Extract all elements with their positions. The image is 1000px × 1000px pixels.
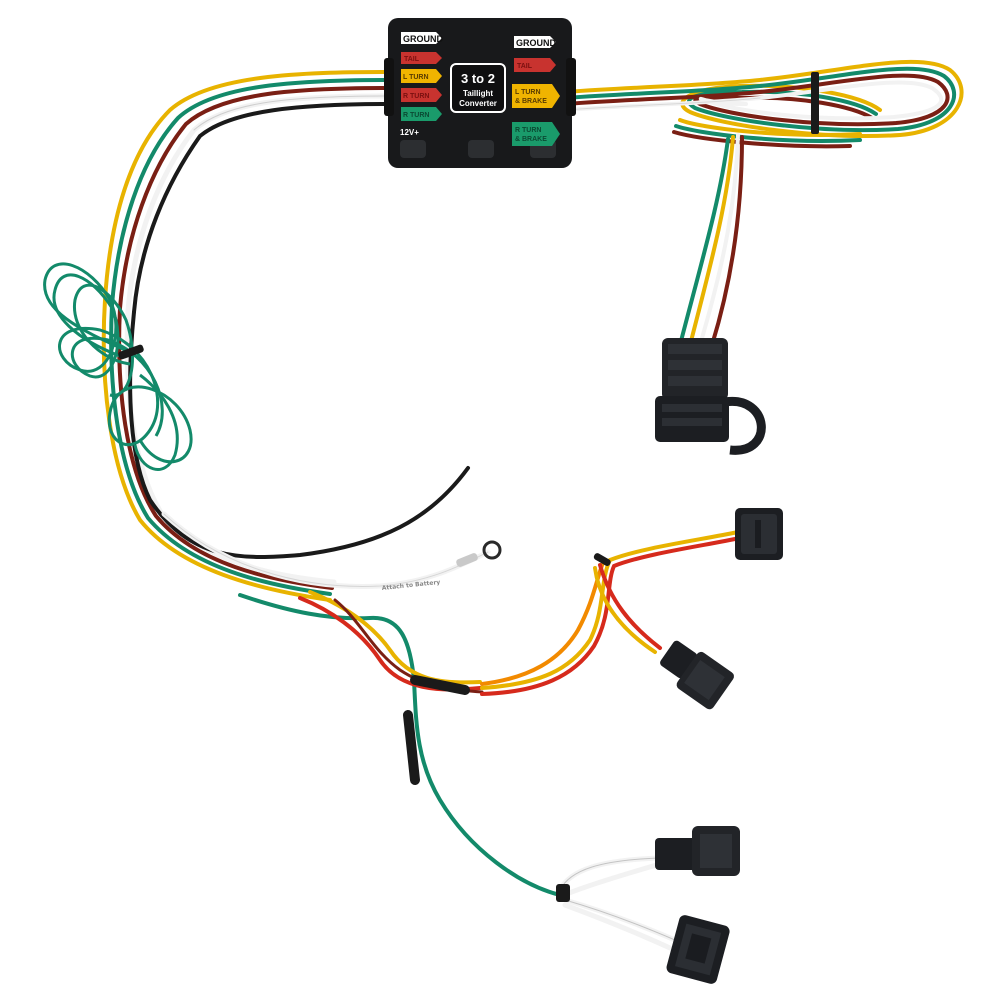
svg-text:R TURN: R TURN [515, 127, 541, 134]
svg-text:& BRAKE: & BRAKE [515, 136, 547, 143]
left-rturn-label: R TURN [401, 88, 442, 102]
left-tail-label: TAIL [401, 52, 442, 64]
right-coiled-wire-bundle [563, 59, 964, 149]
svg-text:TAIL: TAIL [404, 56, 420, 63]
vehicle-connector-middle [660, 640, 734, 710]
wires-to-4-flat-connector [678, 133, 744, 347]
svg-text:& BRAKE: & BRAKE [515, 98, 547, 105]
vehicle-connector-upper [735, 508, 783, 560]
svg-text:Taillight: Taillight [463, 89, 493, 98]
ring-terminal [456, 540, 502, 567]
svg-text:R TURN: R TURN [403, 112, 429, 119]
taillight-converter-box: GROUND TAIL L TURN R TURN R TURN 12V+ 3 … [384, 18, 576, 168]
svg-text:L TURN: L TURN [403, 74, 429, 81]
left-lturn-label: L TURN [401, 69, 442, 83]
right-lturn-brake-label: L TURN & BRAKE [512, 84, 560, 108]
svg-text:TAIL: TAIL [517, 63, 533, 70]
right-rturn-brake-label: R TURN & BRAKE [512, 122, 560, 146]
left-ground-label: GROUND [401, 32, 443, 44]
lower-wire-branches [238, 530, 742, 951]
svg-text:3 to 2: 3 to 2 [461, 71, 495, 86]
converter-title-plate: 3 to 2 Taillight Converter [450, 63, 506, 113]
vehicle-connector-lower-2 [666, 915, 730, 984]
svg-text:GROUND: GROUND [403, 34, 443, 44]
vehicle-connector-lower-1 [655, 826, 740, 876]
right-ground-label: GROUND [514, 36, 556, 48]
svg-text:R TURN: R TURN [403, 93, 429, 100]
4-flat-trailer-connector [655, 338, 766, 455]
left-wire-harness [101, 70, 491, 602]
svg-text:GROUND: GROUND [516, 38, 556, 48]
svg-text:L TURN: L TURN [515, 89, 541, 96]
voltage-label: 12V+ [400, 128, 419, 137]
svg-text:Converter: Converter [459, 99, 497, 108]
coil-cable-tie [118, 344, 144, 360]
right-tail-label: TAIL [514, 58, 556, 72]
left-rturn-green-label: R TURN [401, 107, 442, 121]
